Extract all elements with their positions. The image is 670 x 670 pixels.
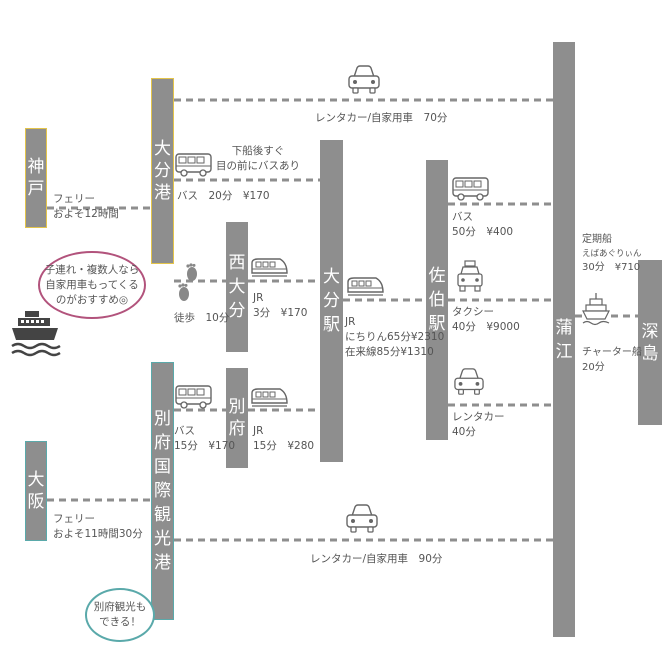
- beppu-port-bus-mode: バス: [174, 425, 195, 437]
- walk-label: 徒歩 10分: [174, 311, 229, 326]
- station-fukashima: 深島: [638, 260, 662, 425]
- train-icon: [251, 388, 288, 407]
- saiki-taxi-label: タクシー 40分 ¥9000: [452, 305, 520, 335]
- station-kamae-label: 蒲江: [555, 317, 573, 362]
- saiki-bus-mode: バス: [452, 211, 473, 223]
- kobe-ferry-label: フェリー およそ12時間: [53, 192, 119, 222]
- regular-ship-mode: 定期船: [582, 234, 612, 245]
- charter-ship-label: チャーター船 20分: [582, 345, 642, 375]
- station-saiki-label: 佐伯駅: [428, 266, 446, 334]
- family-note-line1: 子連れ・複数人なら: [44, 263, 140, 276]
- bus-note-line2: 目の前にバスあり: [216, 160, 300, 172]
- bus-note-line1: 下船後すぐ: [231, 145, 285, 157]
- car-icon: [454, 368, 484, 395]
- family-note-line2: 自家用車もってくる: [45, 278, 139, 291]
- oita-jr-label: JR にちりん65分¥2310 在来線85分¥1310: [345, 315, 444, 360]
- charter-ship-mode: チャーター船: [582, 347, 642, 358]
- saiki-rental-label: レンタカー 40分: [452, 410, 505, 440]
- train-icon: [347, 277, 384, 296]
- beppu-jr-time: 15分 ¥280: [253, 440, 315, 452]
- station-kobe: 神戸: [25, 128, 47, 228]
- oita-jr-local: 在来線85分¥1310: [345, 346, 434, 358]
- osaka-ferry-label: フェリー およそ11時間30分: [53, 512, 143, 542]
- station-beppu-label: 別府: [228, 397, 246, 439]
- charter-ship-time: 20分: [582, 362, 605, 373]
- station-kobe-label: 神戸: [27, 157, 45, 199]
- bus-icon: [452, 177, 489, 201]
- station-beppu-port: 別府国際観光港: [151, 362, 174, 620]
- station-nishi-oita-label: 西大分: [228, 253, 246, 321]
- footprints-icon: [178, 263, 197, 301]
- beppu-note-line2: できる！: [99, 616, 141, 628]
- rental-bottom-label: レンタカー/自家用車 90分: [310, 552, 442, 567]
- car-icon: [346, 504, 378, 533]
- station-oita-port: 大分港: [151, 78, 174, 264]
- regular-ship-name: えばあぐりぃん: [582, 249, 642, 259]
- beppu-jr-mode: JR: [253, 425, 264, 437]
- beppu-note-line1: 別府観光も: [93, 601, 147, 613]
- station-oita-port-label: 大分港: [154, 139, 171, 203]
- station-osaka: 大阪: [25, 441, 47, 541]
- taxi-icon: [457, 260, 483, 292]
- train-icon: [251, 258, 288, 277]
- station-saiki: 佐伯駅: [426, 160, 448, 440]
- saiki-rental-time: 40分: [452, 426, 476, 438]
- osaka-ferry-time: およそ11時間30分: [53, 528, 143, 540]
- oita-port-bus-note: 下船後すぐ 目の前にバスあり: [216, 144, 300, 174]
- bus-icon: [175, 153, 212, 177]
- kobe-ferry-time: およそ12時間: [53, 208, 119, 220]
- rental-bottom-text: レンタカー/自家用車 90分: [310, 553, 443, 565]
- walk-text: 徒歩 10分: [174, 312, 230, 324]
- bus-icon: [175, 385, 212, 409]
- beppu-jr-label: JR 15分 ¥280: [253, 424, 314, 454]
- kobe-ferry-mode: フェリー: [53, 193, 95, 205]
- regular-ship-time: 30分 ¥710: [582, 262, 641, 273]
- station-kamae: 蒲江: [553, 42, 575, 637]
- oita-port-bus-label: バス 20分 ¥170: [177, 189, 270, 204]
- family-note-bubble: 子連れ・複数人なら 自家用車もってくる のがおすすめ◎: [38, 251, 146, 319]
- oita-jr-nichirin: にちりん65分¥2310: [345, 331, 445, 343]
- saiki-taxi-time: 40分 ¥9000: [452, 321, 520, 333]
- station-fukashima-label: 深島: [641, 321, 659, 364]
- ferry-icon: [11, 311, 61, 357]
- rental-top-label: レンタカー/自家用車 70分: [315, 111, 447, 126]
- family-note-line3: のがおすすめ◎: [55, 293, 129, 306]
- station-oita-label: 大分駅: [323, 267, 340, 335]
- oita-jr-mode: JR: [345, 316, 356, 328]
- station-osaka-label: 大阪: [27, 470, 45, 512]
- beppu-note-bubble: 別府観光も できる！: [85, 588, 155, 642]
- regular-ship-label: 定期船 えばあぐりぃん 30分 ¥710: [582, 233, 642, 275]
- nishi-oita-jr-label: JR 3分 ¥170: [253, 291, 307, 321]
- ship-icon: [582, 293, 610, 326]
- car-icon: [348, 65, 380, 94]
- saiki-taxi-mode: タクシー: [452, 306, 494, 318]
- nishi-oita-jr-mode: JR: [253, 292, 264, 304]
- station-nishi-oita: 西大分: [226, 222, 248, 352]
- oita-port-bus-text: バス 20分 ¥170: [177, 190, 270, 202]
- station-oita: 大分駅: [320, 140, 343, 462]
- beppu-port-bus-label: バス 15分 ¥170: [174, 424, 235, 454]
- saiki-rental-mode: レンタカー: [452, 411, 505, 423]
- osaka-ferry-mode: フェリー: [53, 513, 95, 525]
- station-beppu-port-label: 別府国際観光港: [154, 409, 171, 573]
- rental-top-text: レンタカー/自家用車 70分: [315, 112, 448, 124]
- saiki-bus-label: バス 50分 ¥400: [452, 210, 513, 240]
- beppu-port-bus-time: 15分 ¥170: [174, 440, 236, 452]
- saiki-bus-time: 50分 ¥400: [452, 226, 514, 238]
- station-beppu: 別府: [226, 368, 248, 468]
- nishi-oita-jr-time: 3分 ¥170: [253, 307, 308, 319]
